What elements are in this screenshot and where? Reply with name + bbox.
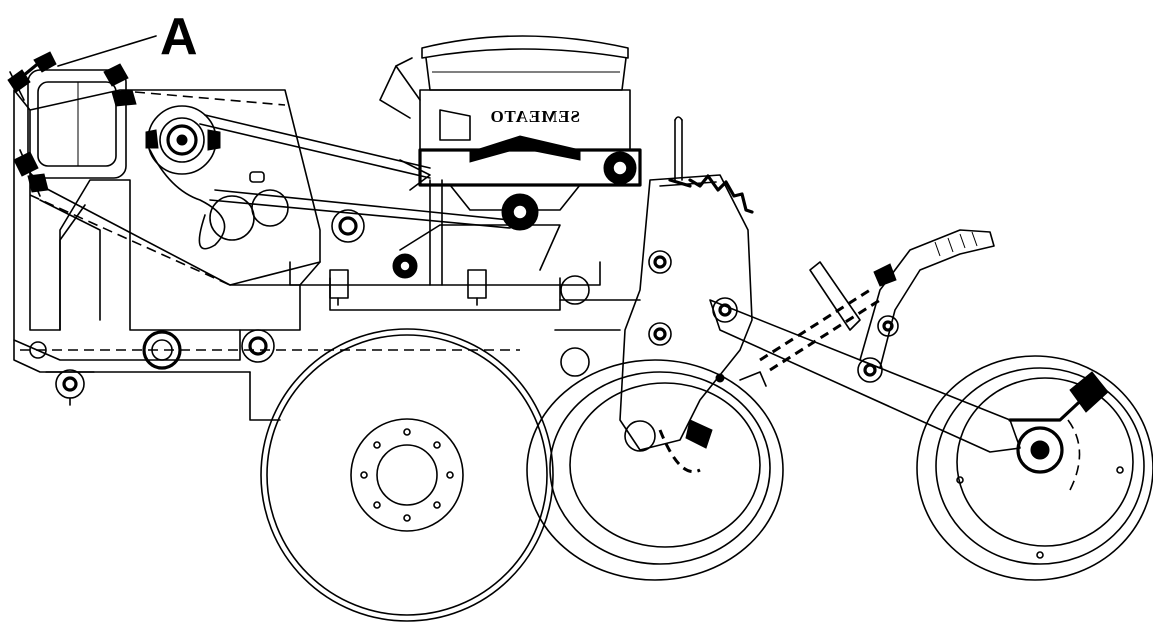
press-wheel <box>916 355 1153 581</box>
callout-leader-line <box>57 35 157 67</box>
press-wheel-arm <box>709 261 1021 453</box>
row-unit-shank <box>239 179 601 421</box>
lower-shaft-sprocket <box>20 329 520 406</box>
hopper-brand-text: SEMEATO <box>490 107 580 126</box>
seed-meter <box>399 135 642 271</box>
depth-gauge-wheel <box>526 275 784 581</box>
press-wheel-handle <box>859 229 995 369</box>
callout-label-a: A <box>160 8 198 66</box>
drive-chain <box>199 114 511 229</box>
seed-hopper: SEMEATO <box>379 35 631 151</box>
depth-adjustment-quadrant <box>619 116 754 452</box>
opener-disc <box>260 328 554 622</box>
frame-bracket <box>13 89 321 373</box>
drive-sprocket-upper <box>145 105 289 250</box>
toolbar-square-tube <box>7 51 137 197</box>
